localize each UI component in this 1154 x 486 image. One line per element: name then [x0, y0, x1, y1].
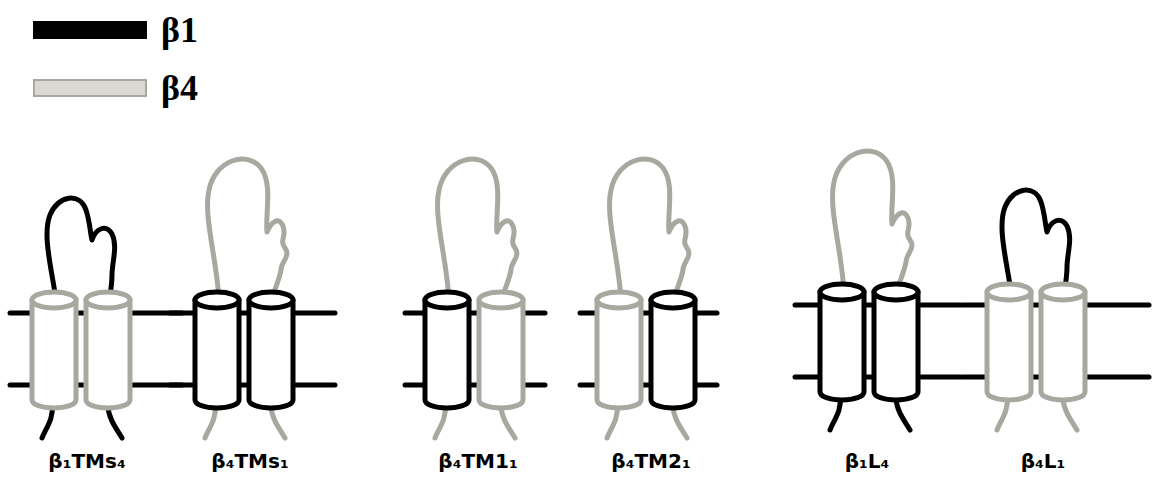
construct-label: β₁L₄ [845, 448, 890, 474]
legend-swatch [33, 21, 147, 39]
legend-swatch [33, 79, 147, 97]
construct-label: β₄TM2₁ [611, 448, 690, 474]
construct-label: β₄TM1₁ [438, 448, 517, 474]
legend-text: β1 [161, 10, 198, 50]
legend-entry: β1 [33, 10, 198, 50]
construct-label: β₄TMs₁ [211, 448, 288, 474]
legend-text: β4 [161, 68, 198, 108]
legend-entry: β4 [33, 68, 198, 108]
construct-label: β₄L₁ [1021, 448, 1066, 474]
construct-label: β₁TMs₄ [48, 448, 125, 474]
